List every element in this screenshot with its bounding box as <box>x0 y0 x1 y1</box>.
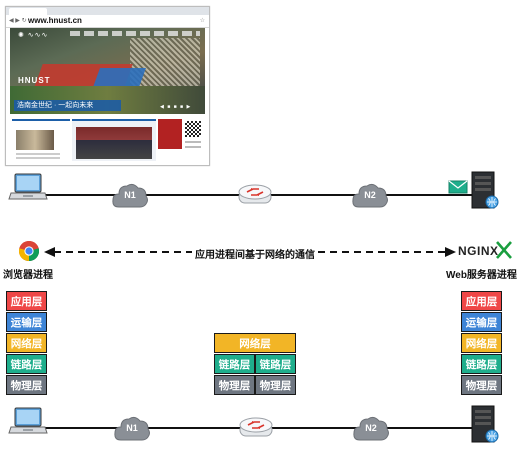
network-layer: 网络层 <box>6 333 47 353</box>
cloud-label-n1: N1 <box>124 190 136 200</box>
physical-layer: 物理层 <box>214 375 255 395</box>
cloud-label-n1: N1 <box>126 423 138 433</box>
cloud-icon <box>353 416 389 441</box>
cloud-icon <box>114 416 150 441</box>
cloud-label-n2: N2 <box>365 423 377 433</box>
link-layer: 链路层 <box>461 354 502 374</box>
nginx-logo: NGINX <box>458 241 514 260</box>
browser-tab[interactable] <box>9 8 47 15</box>
email-icon <box>448 180 468 194</box>
host-protocol-stack-left: 应用层 运输层 网络层 链路层 物理层 <box>6 291 47 396</box>
cloud-label-n2: N2 <box>364 190 376 200</box>
hnust-logo: HNUST <box>18 76 51 85</box>
nginx-x-icon <box>496 241 512 259</box>
server-icon <box>471 171 499 209</box>
star-icon[interactable]: ☆ <box>199 18 205 24</box>
link-layer: 链路层 <box>6 354 47 374</box>
physical-layer: 物理层 <box>255 375 296 395</box>
browser-process-label: 浏览器进程 <box>3 270 53 281</box>
website-news-area <box>10 116 205 162</box>
news-photo <box>76 127 152 159</box>
application-layer: 应用层 <box>6 291 47 311</box>
transport-layer: 运输层 <box>6 312 47 332</box>
physical-layer: 物理层 <box>6 375 47 395</box>
website-menu <box>70 31 200 36</box>
website-slogan: 浩南金世纪 · 一起向未来 <box>14 100 121 111</box>
server-icon <box>471 405 499 443</box>
news-photo <box>16 130 54 150</box>
website-screenshot: ◀ ▶ ↻ www.hnust.cn ☆ ✺ ∿∿∿ HNUST 浩南金世纪 ·… <box>5 6 210 166</box>
carousel-pager[interactable]: ◀ ■ ■ ■ ▶ <box>160 104 192 110</box>
news-sidebar <box>158 119 204 159</box>
link-layer: 链路层 <box>255 354 296 374</box>
router-icon <box>239 417 273 437</box>
physical-layer: 物理层 <box>461 375 502 395</box>
transport-layer: 运输层 <box>461 312 502 332</box>
laptop-icon <box>8 173 48 200</box>
network-layer: 网络层 <box>461 333 502 353</box>
browser-address-bar[interactable]: ◀ ▶ ↻ www.hnust.cn ☆ <box>6 15 209 28</box>
qr-code-icon <box>185 121 201 137</box>
host-protocol-stack-right: 应用层 运输层 网络层 链路层 物理层 <box>461 291 502 396</box>
website-hero-banner: ✺ ∿∿∿ HNUST 浩南金世纪 · 一起向未来 ◀ ■ ■ ■ ▶ <box>10 28 205 114</box>
router-protocol-stack: 网络层 链路层 链路层 物理层 物理层 <box>214 333 296 396</box>
promo-banner[interactable] <box>158 119 182 149</box>
browser-tab-bar <box>6 7 209 15</box>
chrome-browser-icon <box>18 240 40 262</box>
news-card-featured[interactable] <box>72 119 156 161</box>
network-layer: 网络层 <box>214 333 296 353</box>
url-text[interactable]: www.hnust.cn <box>28 16 82 25</box>
nav-arrows-icon[interactable]: ◀ ▶ ↻ <box>9 18 27 24</box>
news-card[interactable] <box>12 119 70 161</box>
cloud-icon <box>352 183 388 208</box>
application-layer: 应用层 <box>461 291 502 311</box>
laptop-icon <box>8 407 48 434</box>
cloud-icon <box>112 183 148 208</box>
web-server-process-label: Web服务器进程 <box>446 270 517 281</box>
link-layer: 链路层 <box>214 354 255 374</box>
router-icon <box>238 184 272 204</box>
communication-label: 应用进程间基于网络的通信 <box>192 246 318 261</box>
university-logo: ✺ ∿∿∿ <box>18 32 49 39</box>
